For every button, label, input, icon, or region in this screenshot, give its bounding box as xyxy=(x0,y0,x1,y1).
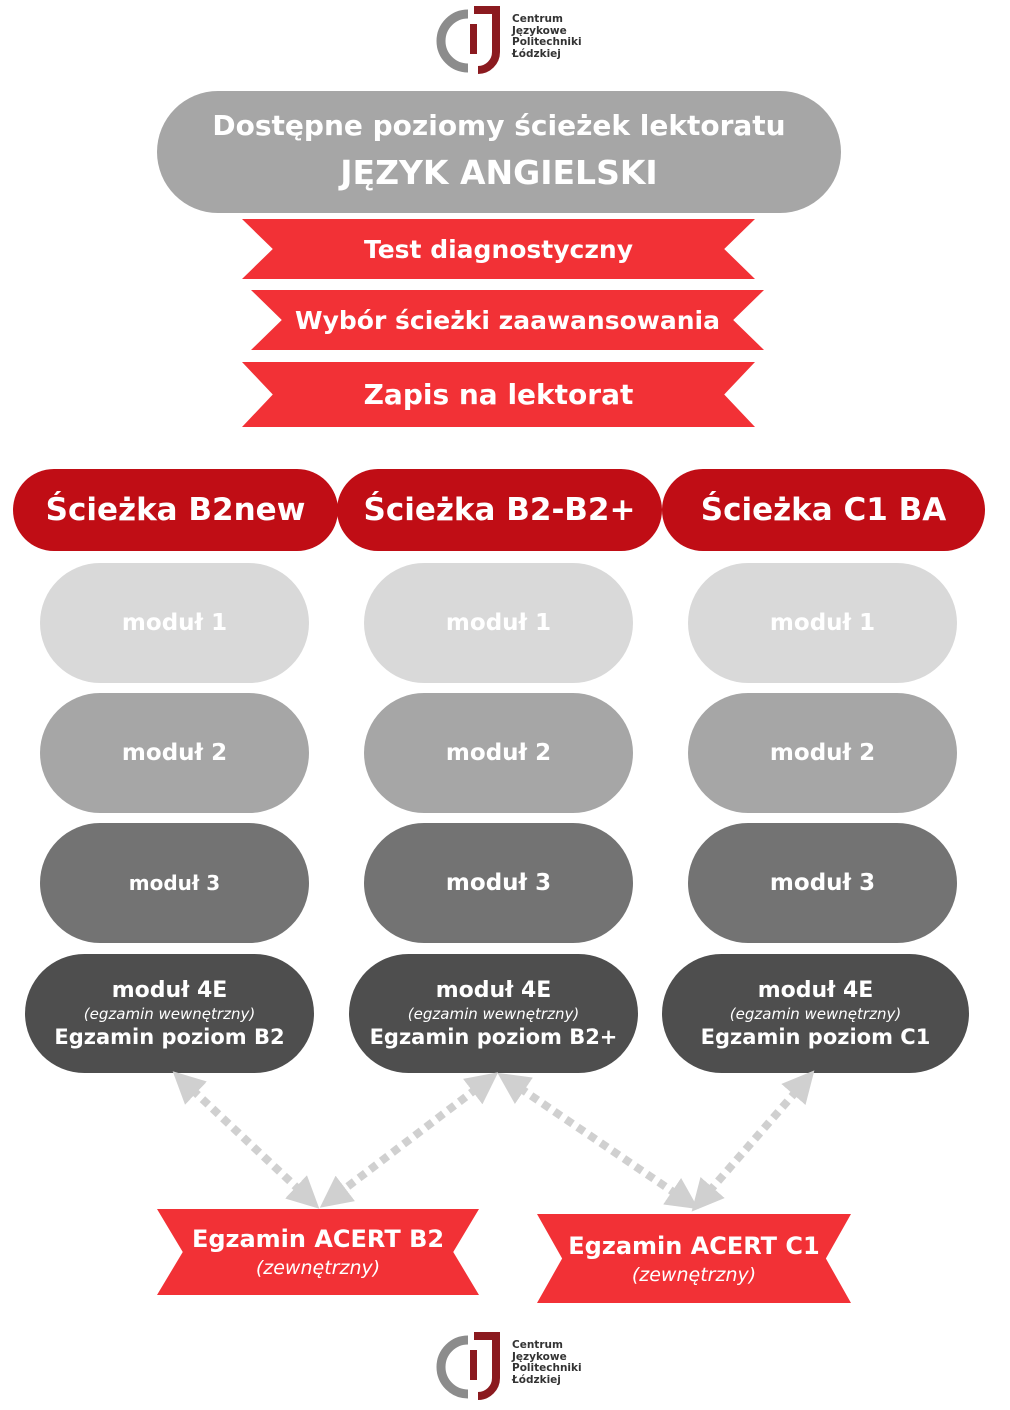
path-b2-b2plus-header: Ścieżka B2-B2+ xyxy=(337,469,662,551)
path-b2new-module-3: moduł 3 xyxy=(40,823,309,943)
path-c1-ba-module-3: moduł 3 xyxy=(688,823,957,943)
path-b2new-header: Ścieżka B2new xyxy=(13,469,338,551)
arrow-b2plus-to-acert-b2 xyxy=(319,1072,499,1208)
logo-top: Centrum Językowe Politechniki Łódzkiej xyxy=(430,6,600,76)
path-c1-ba-module-1: moduł 1 xyxy=(688,563,957,683)
path-b2new-module-2: moduł 2 xyxy=(40,693,309,813)
path-b2new-module-1: moduł 1 xyxy=(40,563,309,683)
logo-text: Centrum Językowe Politechniki Łódzkiej xyxy=(512,1339,582,1386)
logo-mark-icon xyxy=(436,6,500,74)
arrow-c1-to-acert-c1 xyxy=(691,1070,815,1212)
logo-text: Centrum Językowe Politechniki Łódzkiej xyxy=(512,13,582,60)
step-wybor-sciezki: Wybór ścieżki zaawansowania xyxy=(251,290,764,350)
path-c1-ba-module-2: moduł 2 xyxy=(688,693,957,813)
arrow-b2-to-acert-b2 xyxy=(172,1071,320,1209)
step-test-diagnostyczny: Test diagnostyczny xyxy=(242,219,755,279)
logo-mark-icon xyxy=(436,1332,500,1400)
header-title: Dostępne poziomy ścieżek lektoratu xyxy=(212,109,786,142)
exam-acert-b2: Egzamin ACERT B2 (zewnętrzny) xyxy=(157,1209,479,1295)
path-b2new-module-4e: moduł 4E (egzamin wewnętrzny) Egzamin po… xyxy=(25,954,314,1073)
path-c1-ba-module-4e: moduł 4E (egzamin wewnętrzny) Egzamin po… xyxy=(662,954,969,1073)
arrow-b2plus-to-acert-c1 xyxy=(497,1072,699,1210)
path-c1-ba-header: Ścieżka C1 BA xyxy=(662,469,985,551)
header-language: JĘZYK ANGIELSKI xyxy=(340,153,658,192)
path-b2-b2plus-module-4e: moduł 4E (egzamin wewnętrzny) Egzamin po… xyxy=(349,954,638,1073)
path-b2-b2plus-module-1: moduł 1 xyxy=(364,563,633,683)
step-zapis-na-lektorat: Zapis na lektorat xyxy=(242,362,755,427)
header-pill: Dostępne poziomy ścieżek lektoratu JĘZYK… xyxy=(157,91,841,213)
logo-bottom: Centrum Językowe Politechniki Łódzkiej xyxy=(430,1332,600,1402)
exam-acert-c1: Egzamin ACERT C1 (zewnętrzny) xyxy=(537,1214,851,1303)
path-b2-b2plus-module-3: moduł 3 xyxy=(364,823,633,943)
path-b2-b2plus-module-2: moduł 2 xyxy=(364,693,633,813)
